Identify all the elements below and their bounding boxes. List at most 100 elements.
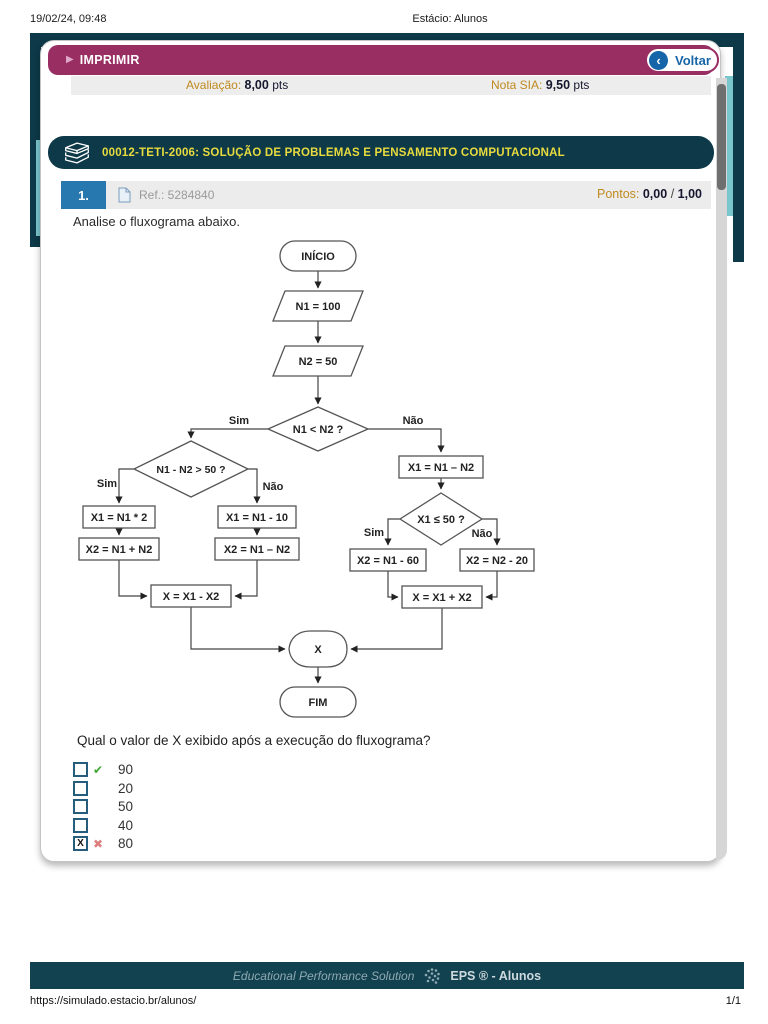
flow-box-x2-sub — [214, 537, 300, 561]
answer-option-40[interactable]: 40 — [73, 817, 134, 833]
accent-strip-right — [725, 76, 733, 216]
footer-eps-label: EPS ® - Alunos — [450, 968, 542, 983]
scrollbar-track[interactable] — [716, 78, 727, 860]
print-toolbar: ▶ IMPRIMIR — [48, 45, 714, 75]
points-earned: 0,00 — [642, 187, 668, 201]
nota-sia-value: 9,50 — [545, 78, 571, 92]
flow-right-x1-label: X1 = N1 – N2 — [408, 462, 474, 474]
footer-page-number: 1/1 — [725, 995, 741, 1007]
question-ref: Ref.: 5284840 — [139, 188, 215, 202]
nota-sia-score: Nota SIA: 9,50 pts — [491, 78, 589, 92]
back-button-label: Voltar — [675, 52, 711, 68]
avaliacao-label: Avaliação: — [186, 78, 242, 92]
option-label: 90 — [118, 762, 134, 778]
nota-sia-label: Nota SIA: — [491, 78, 543, 92]
checkbox[interactable] — [73, 762, 88, 778]
checkbox[interactable] — [73, 780, 88, 796]
flow-decision3-shape — [398, 492, 484, 546]
option-label: 80 — [118, 836, 134, 852]
print-button[interactable]: IMPRIMIR — [79, 53, 140, 67]
correct-check-icon: ✔ — [92, 762, 104, 777]
footer-url: https://simulado.estacio.br/alunos/ — [30, 995, 197, 1007]
flow-box-x2-add-label: X2 = N1 + N2 — [86, 544, 153, 556]
flow-box-x2-sub-label: X2 = N1 – N2 — [224, 544, 290, 556]
flow-d2-no-label: Não — [263, 481, 284, 493]
print-arrow-icon: ▶ — [66, 54, 74, 65]
option-label: 40 — [118, 817, 134, 833]
option-label: 20 — [118, 780, 134, 796]
flow-box-right-x1 — [398, 455, 484, 479]
question-prompt: Analise o fluxograma abaixo. — [73, 214, 240, 229]
answer-option-80[interactable]: X ✖ 80 — [73, 836, 134, 852]
flow-d3-yes-label: Sim — [364, 527, 384, 539]
footer-brand-text: Educational Performance Solution — [232, 968, 415, 983]
footer-bar: Educational Performance Solution EPS ® -… — [30, 962, 744, 989]
flow-decision1-shape — [266, 406, 370, 452]
points-separator: / — [670, 187, 675, 201]
document-icon — [118, 187, 131, 203]
flow-d3-no-label: Não — [472, 528, 493, 540]
brain-icon — [425, 967, 441, 984]
quiz-card: ▶ IMPRIMIR ‹ Voltar Avaliação: 8,00 pts … — [40, 40, 721, 862]
flow-d1-no-label: Não — [403, 415, 424, 427]
answer-option-90[interactable]: ✔ 90 — [73, 762, 134, 778]
checkbox[interactable] — [73, 817, 88, 833]
checkbox[interactable] — [73, 799, 88, 815]
flow-decision2-label: N1 - N2 > 50 ? — [156, 464, 225, 476]
flow-box-x2-n1-60 — [349, 548, 427, 572]
flow-box-right-assign — [401, 585, 483, 609]
flow-d2-yes-label: Sim — [97, 478, 117, 490]
flow-box-x2-add — [78, 537, 160, 561]
flow-box-left-assign — [150, 584, 232, 608]
flow-end-label: FIM — [309, 697, 328, 709]
print-datetime: 19/02/24, 09:48 — [30, 13, 107, 25]
flow-box-x2-n2-20 — [459, 548, 535, 572]
flow-end-shape — [279, 686, 357, 718]
flow-start-shape — [279, 240, 357, 272]
flow-box-x1-sub10 — [217, 505, 297, 529]
books-icon — [65, 142, 89, 164]
flow-box-x2-n1-60-label: X2 = N1 - 60 — [357, 555, 419, 567]
flow-decision2-shape — [132, 440, 250, 498]
window-frame-right — [733, 33, 744, 262]
flow-d1-yes-label: Sim — [229, 415, 249, 427]
back-button[interactable]: ‹ Voltar — [645, 47, 719, 73]
flow-left-assign-label: X = X1 - X2 — [163, 591, 220, 603]
points-label: Pontos: — [596, 187, 640, 201]
flow-decision3-label: X1 ≤ 50 ? — [417, 514, 465, 526]
flowchart: INÍCIO N1 = 100 N2 = 50 N1 < N2 ? Sim Nã… — [78, 240, 535, 718]
chevron-left-icon: ‹ — [649, 50, 668, 70]
points-total: 1,00 — [677, 187, 702, 201]
flow-box-x1-mul-label: X1 = N1 * 2 — [91, 512, 148, 524]
flow-box-x2-n2-20-label: X2 = N2 - 20 — [466, 555, 528, 567]
print-page-title: Estácio: Alunos — [412, 13, 488, 25]
avaliacao-unit: pts — [272, 78, 289, 92]
score-bar: Avaliação: 8,00 pts Nota SIA: 9,50 pts — [71, 76, 711, 95]
scrollbar-thumb[interactable] — [717, 84, 726, 190]
course-title: 00012-TETI-2006: SOLUÇÃO DE PROBLEMAS E … — [102, 146, 565, 159]
flow-output-label: X — [314, 644, 322, 656]
flow-input1-label: N1 = 100 — [296, 301, 341, 313]
accent-strip-left — [36, 140, 42, 236]
flow-box-x1-sub10-label: X1 = N1 - 10 — [226, 512, 288, 524]
question-text: Qual o valor de X exibido após a execuçã… — [77, 733, 431, 748]
nota-sia-unit: pts — [573, 78, 590, 92]
question-number: 1. — [61, 181, 106, 209]
answer-option-20[interactable]: 20 — [73, 780, 134, 796]
flow-input2-label: N2 = 50 — [299, 356, 338, 368]
checkbox-checked[interactable]: X — [73, 836, 88, 852]
question-header: 1. Ref.: 5284840 Pontos: 0,00 / 1,00 — [61, 181, 711, 209]
answer-option-50[interactable]: 50 — [73, 799, 134, 815]
avaliacao-score: Avaliação: 8,00 pts — [186, 78, 288, 92]
flow-start-label: INÍCIO — [301, 250, 335, 263]
flow-input2-shape — [272, 345, 364, 377]
flow-input1-shape — [272, 290, 364, 322]
incorrect-cross-icon: ✖ — [92, 836, 104, 851]
option-label: 50 — [118, 799, 134, 815]
flow-right-assign-label: X = X1 + X2 — [412, 592, 471, 604]
flow-box-x1-mul — [82, 505, 156, 529]
flow-decision1-label: N1 < N2 ? — [293, 424, 344, 436]
answer-options: ✔ 90 20 50 40 X ✖ 80 — [73, 762, 134, 852]
window-frame-left — [30, 33, 41, 247]
